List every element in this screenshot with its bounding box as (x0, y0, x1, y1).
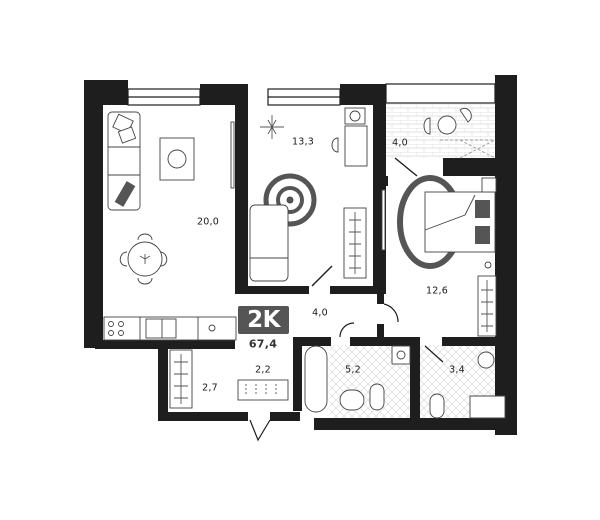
sink-icon (477, 351, 495, 369)
door-icon (339, 322, 355, 338)
sink-icon (145, 318, 177, 339)
room-area-bedroom-1: 13,3 (292, 136, 314, 148)
room-area-living: 20,0 (197, 216, 219, 228)
shower-icon (469, 395, 506, 419)
balcony-furniture (394, 108, 496, 177)
bedroom1-furniture (249, 107, 368, 287)
windows (127, 83, 496, 106)
wet-area-fixtures (169, 322, 506, 442)
sink-icon (339, 389, 365, 411)
room-area-wardrobe: 2,7 (202, 382, 218, 394)
chair-icon (331, 137, 339, 153)
room-area-bedroom-2: 12,6 (426, 285, 448, 297)
room-area-balcony: 4,0 (392, 137, 408, 149)
rug-icon (263, 173, 317, 227)
bathtub-icon (304, 345, 328, 413)
plant-icon (139, 254, 151, 264)
blanket-icon (114, 181, 136, 207)
door-icon (383, 303, 399, 323)
apartment-type-badge: 2K (238, 306, 289, 334)
total-area: 67,4 (248, 337, 278, 351)
door-icon (394, 157, 418, 177)
desk-icon (344, 125, 368, 167)
tv-icon (230, 121, 235, 189)
room-area-hallway: 4,0 (312, 307, 328, 319)
walls (84, 75, 517, 435)
entrance-door-icon (249, 419, 271, 442)
doormat-icon (237, 379, 289, 401)
bed-icon (249, 204, 289, 282)
lamp-icon (484, 261, 492, 269)
nightstand-icon (481, 177, 497, 193)
door-icon (424, 345, 444, 363)
bedroom2-furniture (381, 175, 497, 337)
door-icon (311, 265, 333, 287)
room-area-toilet: 3,4 (449, 364, 465, 376)
stove-icon (108, 321, 114, 327)
room-area-entrance: 2,2 (255, 364, 271, 376)
toilet-icon (369, 383, 385, 411)
toilet-icon (429, 393, 445, 419)
plant-icon (260, 115, 284, 139)
room-area-bathroom: 5,2 (345, 364, 361, 376)
living-furniture (103, 111, 237, 341)
table-icon (437, 115, 457, 135)
